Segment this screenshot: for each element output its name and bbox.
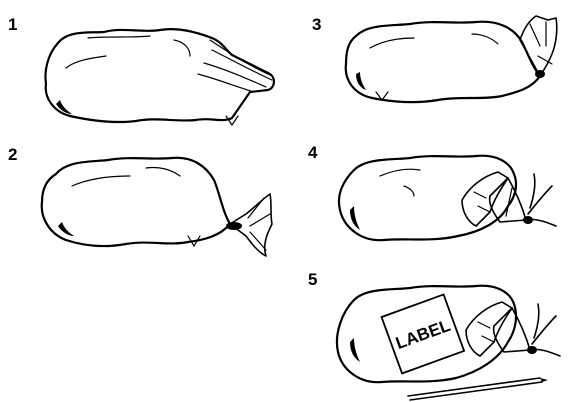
step-5: 5 LABEL xyxy=(308,270,560,400)
step-4-number: 4 xyxy=(308,143,318,162)
step-1: 1 xyxy=(8,15,274,125)
step-3-number: 3 xyxy=(312,15,321,34)
step-3: 3 xyxy=(312,15,557,102)
step-5-number: 5 xyxy=(308,270,317,289)
step-2-twisted-bag-drawing xyxy=(42,158,272,256)
step-2: 2 xyxy=(8,145,272,256)
step-3-folded-neck-drawing xyxy=(346,16,557,102)
step-2-number: 2 xyxy=(8,145,17,164)
step-4: 4 xyxy=(308,143,556,240)
step-4-tied-bag-drawing xyxy=(339,156,556,240)
step-1-open-bag-drawing xyxy=(46,29,274,125)
step-1-number: 1 xyxy=(8,15,17,34)
step-5-labeled-bag-drawing: LABEL xyxy=(337,286,560,400)
